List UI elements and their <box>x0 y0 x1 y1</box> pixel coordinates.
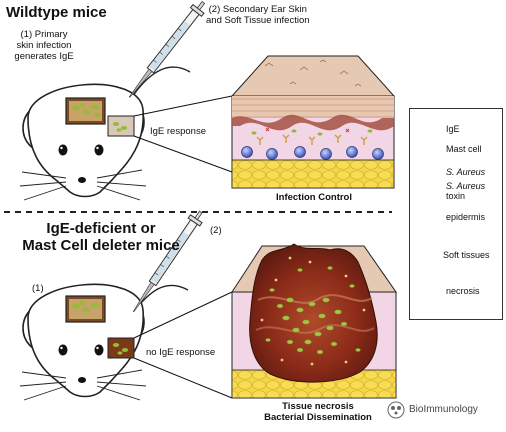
top-caption: Infection Control <box>276 192 352 203</box>
legend-mast-cell-label: Mast cell <box>446 144 482 154</box>
top-panel-title: Wildtype mice <box>6 4 107 21</box>
mouse-deficient <box>19 283 189 401</box>
legend-epidermis-label: epidermis <box>446 212 486 222</box>
legend-toxin-line: S. Aureus <box>446 181 486 191</box>
syringe-bottom-icon <box>132 210 203 313</box>
top-response-label: IgE response <box>150 126 206 137</box>
bottom-step1-label: (1) <box>32 283 44 294</box>
syringe-top-icon <box>128 1 206 98</box>
legend-toxin-label: S. Aureus toxin <box>446 181 486 202</box>
legend-s-aureus-label: S. Aureus <box>446 167 486 177</box>
bottom-response-label: no IgE response <box>146 347 216 358</box>
top-step2-line: and Soft Tissue infection <box>206 14 310 26</box>
legend <box>409 108 503 320</box>
top-step1-line: generates IgE <box>14 50 74 62</box>
bottom-caption: Tissue necrosis Bacterial Dissemination <box>256 401 380 424</box>
tissue-necrosis <box>231 243 397 399</box>
watermark-icon <box>387 401 405 419</box>
top-step1-label: (1) Primary skin infection generates IgE <box>8 29 80 63</box>
bottom-title-line: IgE-deficient or <box>46 220 156 237</box>
legend-toxin-line: toxin <box>446 190 466 201</box>
bottom-title-line: Mast Cell deleter mice <box>22 237 180 255</box>
watermark-text: BioImmunology <box>409 404 478 415</box>
mouse-wildtype <box>19 66 191 201</box>
legend-necrosis-label: necrosis <box>446 286 480 296</box>
bottom-caption-line: Bacterial Dissemination <box>264 411 372 423</box>
legend-ige-label: IgE <box>446 124 460 134</box>
tissue-infection-control <box>230 55 396 189</box>
top-step1-line: skin infection <box>16 39 72 51</box>
legend-soft-tissues-label: Soft tissues <box>443 250 490 260</box>
bottom-panel-title: IgE-deficient or Mast Cell deleter mice <box>8 220 194 255</box>
top-step2-line: (2) Secondary Ear Skin <box>208 4 307 15</box>
top-step2-label: (2) Secondary Ear Skin and Soft Tissue i… <box>206 4 310 27</box>
top-step1-line: (1) Primary <box>20 29 68 40</box>
bottom-step2-label: (2) <box>210 225 222 236</box>
bottom-caption-line: Tissue necrosis <box>282 401 354 412</box>
